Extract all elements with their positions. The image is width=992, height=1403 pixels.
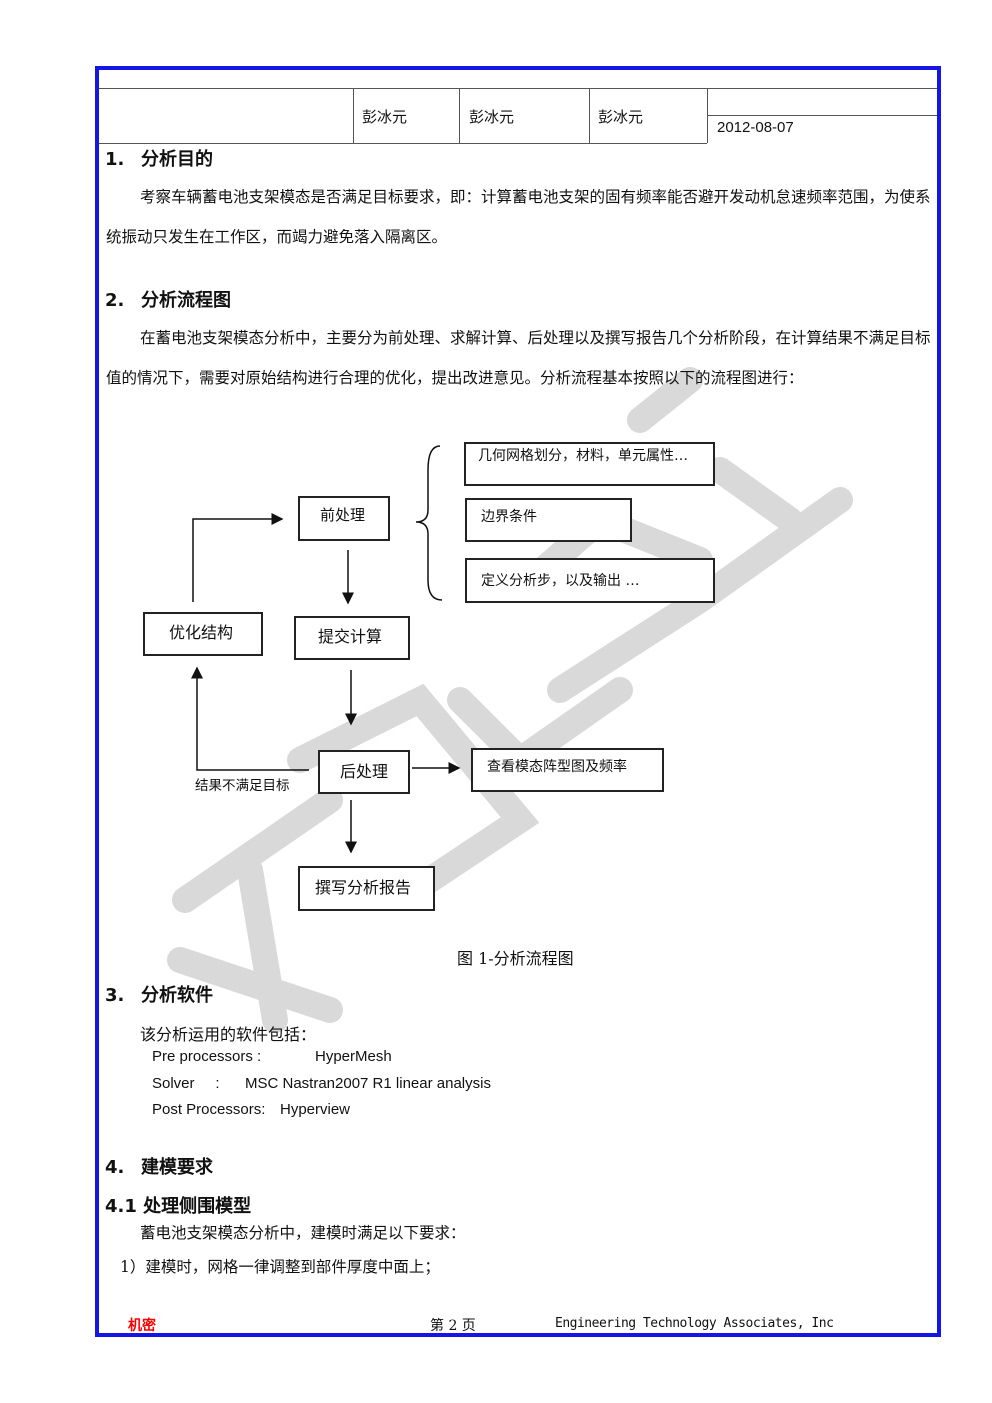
flow-box-view: 查看模态阵型图及频率 bbox=[471, 748, 664, 792]
software-value: MSC Nastran2007 R1 linear analysis bbox=[245, 1075, 491, 1092]
table-line bbox=[707, 115, 937, 116]
section-2-heading: 2. 分析流程图 bbox=[105, 286, 231, 312]
software-intro: 该分析运用的软件包括： bbox=[140, 1025, 317, 1044]
software-label: Post Processors: bbox=[152, 1101, 266, 1118]
page-frame bbox=[95, 66, 941, 1337]
software-value: Hyperview bbox=[280, 1101, 351, 1118]
section-number: 4. bbox=[105, 1157, 125, 1178]
signer-2: 彭冰元 bbox=[469, 108, 515, 126]
watermark-stroke bbox=[287, 683, 540, 893]
watermark-stroke bbox=[627, 367, 703, 433]
flow-box-optimize: 优化结构 bbox=[143, 612, 263, 656]
table-line bbox=[589, 88, 590, 143]
table-line bbox=[707, 88, 708, 143]
signer-3: 彭冰元 bbox=[598, 108, 644, 126]
flow-box-submit: 提交计算 bbox=[294, 616, 410, 660]
footer-page-number: 第 2 页 bbox=[430, 1318, 476, 1334]
arrow bbox=[191, 666, 309, 771]
flow-box-steps: 定义分析步，以及输出 … bbox=[465, 558, 715, 603]
arrow bbox=[192, 513, 284, 602]
section-title: 分析目的 bbox=[141, 149, 213, 170]
software-label: Solver : bbox=[152, 1075, 220, 1092]
section-4-heading: 4. 建模要求 bbox=[105, 1153, 213, 1179]
software-value: HyperMesh bbox=[315, 1048, 392, 1065]
date: 2012-08-07 bbox=[717, 119, 794, 136]
table-line bbox=[99, 88, 937, 89]
section-title: 分析流程图 bbox=[141, 290, 231, 311]
section-2-body: 在蓄电池支架模态分析中，主要分为前处理、求解计算、后处理以及撰写报告几个分析阶段… bbox=[106, 329, 931, 387]
table-line bbox=[353, 88, 354, 143]
flow-box-boundary: 边界条件 bbox=[465, 498, 632, 542]
table-line bbox=[459, 88, 460, 143]
watermark-stroke bbox=[707, 457, 803, 533]
brace bbox=[415, 445, 443, 601]
subsection-4-1-heading: 4.1 处理侧围模型 bbox=[105, 1196, 252, 1217]
footer-confidential: 机密 bbox=[128, 1318, 156, 1334]
flow-box-report: 撰写分析报告 bbox=[298, 866, 435, 911]
watermark-stroke bbox=[237, 857, 288, 1033]
table-line bbox=[99, 143, 707, 144]
section-3-heading: 3. 分析软件 bbox=[105, 981, 213, 1007]
flowchart-connectors bbox=[191, 445, 461, 854]
section-number: 3. bbox=[105, 985, 125, 1006]
software-label: Pre processors : bbox=[152, 1048, 262, 1065]
section-title: 建模要求 bbox=[141, 1157, 213, 1178]
section-number: 1. bbox=[105, 149, 125, 170]
flow-box-postprocess: 后处理 bbox=[318, 750, 410, 794]
section-1-body: 考察车辆蓄电池支架模态是否满足目标要求，即：计算蓄电池支架的固有频率能否避开发动… bbox=[106, 188, 931, 246]
watermark-stroke bbox=[172, 787, 343, 913]
signer-1: 彭冰元 bbox=[362, 108, 408, 126]
requirement-item-1: 1）建模时，网格一律调整到部件厚度中面上； bbox=[120, 1258, 440, 1276]
section-title: 分析软件 bbox=[141, 985, 213, 1006]
flow-box-mesh: 几何网格划分，材料，单元属性… bbox=[464, 442, 715, 486]
watermark-stroke bbox=[167, 947, 343, 1023]
footer-company: Engineering Technology Associates, Inc bbox=[555, 1316, 834, 1331]
flow-label-fail: 结果不满足目标 bbox=[195, 778, 290, 794]
section-number: 2. bbox=[105, 290, 125, 311]
flow-box-preprocess: 前处理 bbox=[298, 496, 390, 541]
subsection-4-1-body: 蓄电池支架模态分析中，建模时满足以下要求： bbox=[140, 1224, 466, 1242]
section-1-heading: 1. 分析目的 bbox=[105, 145, 213, 171]
figure-caption: 图 1-分析流程图 bbox=[457, 949, 574, 968]
